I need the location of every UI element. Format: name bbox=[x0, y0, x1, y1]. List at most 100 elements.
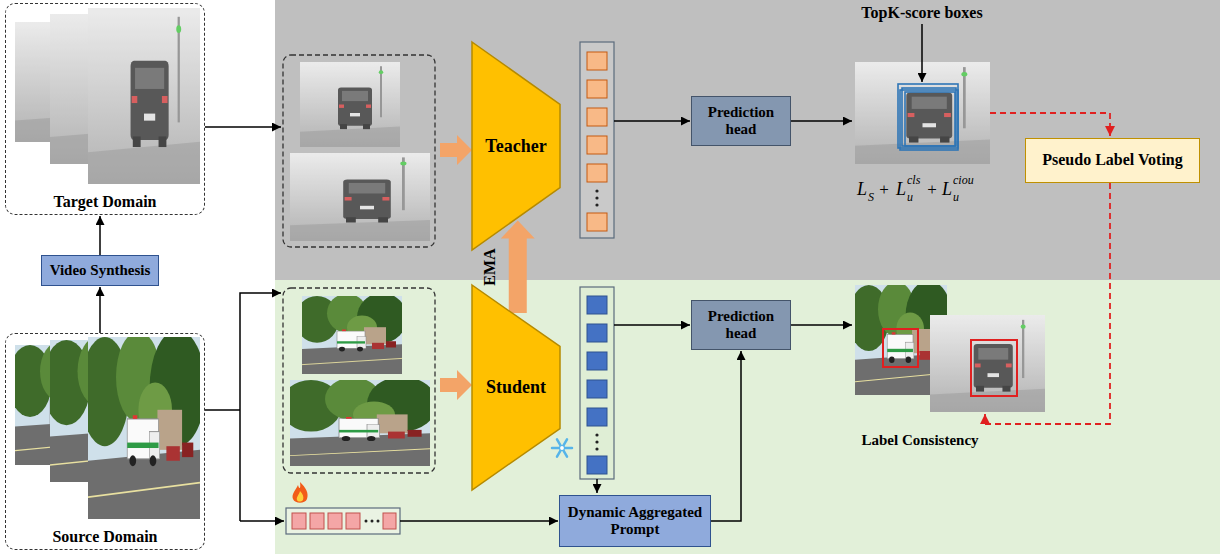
prompt-tokens bbox=[365, 520, 368, 523]
student-feature-column bbox=[587, 456, 607, 474]
prompt-tokens bbox=[377, 520, 380, 523]
frozen-snowflake-icon bbox=[557, 439, 567, 456]
student-feature-column bbox=[595, 440, 598, 443]
input-block-arrow bbox=[440, 370, 472, 400]
student-output-images bbox=[971, 340, 1017, 396]
teacher-feature-column bbox=[580, 42, 614, 238]
process-box: Pseudo Label Voting bbox=[1025, 138, 1200, 183]
student-output-images bbox=[883, 329, 918, 367]
loss-symbol: L bbox=[857, 180, 867, 200]
loss-operator: + bbox=[927, 181, 937, 200]
student-feature-column bbox=[595, 447, 598, 450]
prompt-tokens bbox=[346, 513, 360, 529]
edge-label: EMA bbox=[481, 248, 499, 285]
source-input-crops bbox=[280, 377, 437, 466]
teacher-feature-column bbox=[595, 203, 598, 206]
node-label: Video Synthesis bbox=[50, 262, 151, 279]
teacher-feature-column bbox=[595, 189, 598, 192]
annotation-label: TopK-score boxes bbox=[861, 4, 982, 22]
frozen-snowflake-icon bbox=[552, 439, 572, 456]
teacher-feature-column bbox=[587, 136, 607, 154]
flow-wire bbox=[790, 324, 852, 326]
domain-frame: Target Domain bbox=[5, 3, 205, 215]
student-feature-column bbox=[587, 352, 607, 370]
student-feature-column bbox=[587, 380, 607, 398]
teacher-output-image bbox=[898, 84, 958, 148]
student-output-images bbox=[849, 281, 1045, 412]
flow-wire bbox=[614, 324, 690, 326]
flow-wire bbox=[614, 120, 690, 122]
network-trapezoid: Teacher bbox=[472, 42, 560, 250]
loss-symbol: L bbox=[896, 180, 906, 200]
flow-wire bbox=[596, 479, 598, 493]
trapezoid-shape bbox=[472, 285, 560, 490]
flow-wire bbox=[205, 409, 240, 411]
target-input-crops bbox=[283, 55, 435, 247]
flow-connector bbox=[99, 287, 101, 333]
node-label: Prediction head bbox=[696, 104, 786, 139]
student-band bbox=[275, 280, 1220, 554]
student-feature-column bbox=[587, 296, 607, 314]
input-block-arrow bbox=[440, 135, 472, 165]
flow-wire bbox=[205, 126, 281, 128]
teacher-band bbox=[275, 0, 1220, 280]
student-feature-column bbox=[595, 433, 598, 436]
student-feature-column bbox=[580, 287, 614, 479]
teacher-feature-column bbox=[587, 164, 607, 182]
target-frame-stack bbox=[15, 8, 200, 184]
teacher-feature-column bbox=[595, 196, 598, 199]
prompt-tokens bbox=[286, 508, 400, 534]
teacher-feature-column bbox=[587, 108, 607, 126]
student-output-images bbox=[930, 315, 1045, 412]
loss-subscript: u bbox=[953, 191, 959, 204]
source-input-crops bbox=[295, 293, 407, 374]
trapezoid-shape bbox=[472, 42, 560, 250]
loss-superscript: ciou bbox=[953, 174, 974, 187]
flow-wire bbox=[240, 293, 281, 521]
student-feature-column bbox=[587, 408, 607, 426]
input-block-arrow bbox=[440, 135, 472, 400]
frozen-snowflake-icon bbox=[557, 439, 567, 456]
trainable-fire-icon bbox=[293, 482, 308, 503]
process-box: Dynamic Aggregated Prompt bbox=[559, 495, 711, 547]
prompt-tokens bbox=[292, 513, 306, 529]
flow-connector bbox=[99, 216, 101, 255]
teacher-output-image bbox=[905, 92, 955, 146]
teacher-output-image bbox=[900, 90, 958, 150]
frozen-snowflake-icon bbox=[560, 446, 565, 451]
node-label: Target Domain bbox=[54, 193, 157, 211]
process-box: Video Synthesis bbox=[41, 255, 159, 286]
trainable-fire-icon bbox=[293, 482, 308, 503]
process-box: Prediction head bbox=[691, 300, 791, 350]
teacher-output-image bbox=[902, 88, 956, 146]
flow-wire bbox=[790, 120, 852, 122]
flow-wire bbox=[240, 520, 284, 522]
target-input-crops bbox=[300, 62, 400, 147]
loss-subscript: S bbox=[868, 191, 874, 204]
source-frame-stack bbox=[8, 330, 206, 519]
student-feature-column bbox=[587, 324, 607, 342]
process-box: Prediction head bbox=[691, 96, 791, 146]
loss-subscript: u bbox=[907, 191, 913, 204]
teacher-feature-column bbox=[587, 213, 607, 231]
node-label: Teacher bbox=[485, 136, 546, 157]
student-feature-column bbox=[580, 287, 614, 479]
node-label: Dynamic Aggregated Prompt bbox=[564, 504, 706, 539]
loss-operator: + bbox=[879, 181, 889, 200]
target-input-crops bbox=[290, 153, 430, 241]
loss-symbol: L bbox=[942, 180, 952, 200]
teacher-band bbox=[275, 0, 1220, 280]
node-label: Student bbox=[486, 377, 546, 398]
domain-frame: Source Domain bbox=[5, 333, 205, 550]
pseudo-label-wire bbox=[985, 183, 1110, 424]
source-frame-stack bbox=[80, 330, 205, 519]
source-input-crops bbox=[280, 288, 437, 473]
prompt-tokens bbox=[383, 513, 396, 529]
teacher-feature-column bbox=[587, 52, 607, 70]
trainable-fire-icon bbox=[297, 491, 304, 502]
node-label: Pseudo Label Voting bbox=[1042, 151, 1182, 169]
